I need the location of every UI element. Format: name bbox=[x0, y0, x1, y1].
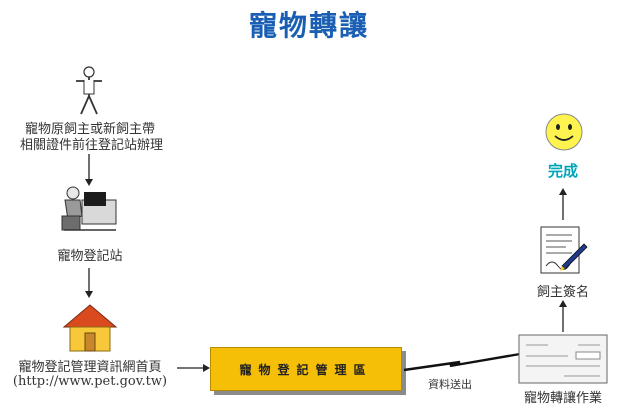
transfer-job-label: 寵物轉讓作業 bbox=[523, 391, 602, 406]
station-label: 寵物登記站 bbox=[57, 249, 123, 264]
management-area-box: 寵物登記管理區 bbox=[210, 347, 402, 391]
arrow-transfer-to-sign bbox=[559, 300, 567, 332]
owner-sign-label: 飼主簽名 bbox=[536, 285, 589, 300]
data-link-lightning bbox=[403, 352, 521, 372]
form-icon bbox=[518, 334, 608, 384]
page-title: 寵物轉讓 bbox=[248, 9, 369, 42]
computer-operator-icon bbox=[61, 186, 117, 231]
person-icon bbox=[76, 66, 102, 115]
arrow-sign-to-complete bbox=[559, 188, 567, 220]
complete-label: 完成 bbox=[547, 162, 578, 180]
smiley-icon bbox=[545, 113, 583, 151]
signature-pen-icon bbox=[540, 226, 588, 274]
data-send-label: 資料送出 bbox=[428, 378, 472, 391]
owner-label-line1: 寵物原飼主或新飼主帶 bbox=[24, 122, 155, 137]
arrow-owner-to-station bbox=[85, 154, 93, 186]
arrow-station-to-website bbox=[85, 268, 93, 298]
house-icon bbox=[62, 304, 118, 352]
arrow-website-to-management bbox=[177, 364, 210, 372]
owner-label-line2: 相關證件前往登記站辦理 bbox=[20, 138, 164, 153]
website-label-line2: (http://www.pet.gov.tw) bbox=[12, 374, 168, 389]
website-label-line1: 寵物登記管理資訊網首頁 bbox=[18, 360, 162, 375]
